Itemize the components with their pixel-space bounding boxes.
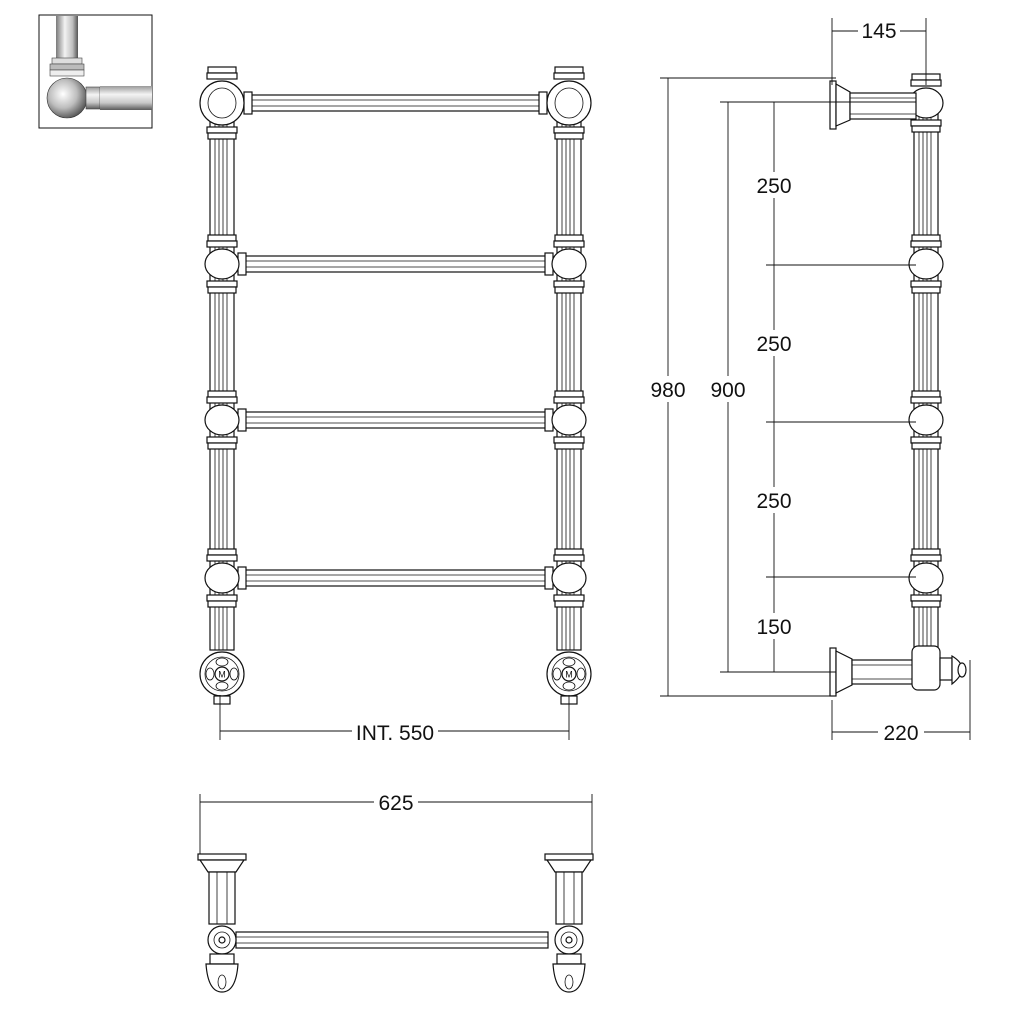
left-joint-2 xyxy=(204,234,240,294)
right-joint-1 xyxy=(546,66,592,140)
top-view: 625 xyxy=(197,789,594,993)
inner-height-label: 900 xyxy=(710,379,745,402)
side-joint-4 xyxy=(908,548,944,608)
side-joint-3 xyxy=(908,390,944,450)
top-view-rail xyxy=(235,931,549,949)
valve-mark: M xyxy=(565,670,573,680)
front-view: M M INT. 550 xyxy=(199,66,592,745)
depth-top-label: 145 xyxy=(861,20,896,43)
chrome-joint-detail-icon xyxy=(38,14,153,129)
top-view-right-end xyxy=(544,853,594,993)
depth-bottom-label: 220 xyxy=(883,722,918,745)
spacing-label-3: 250 xyxy=(756,490,791,513)
top-wall-bracket xyxy=(829,80,917,130)
towel-rail-2 xyxy=(237,252,554,276)
right-joint-4 xyxy=(551,548,587,608)
right-joint-3 xyxy=(551,390,587,450)
left-joint-3 xyxy=(204,390,240,450)
left-joint-1 xyxy=(199,66,245,140)
towel-rail-4 xyxy=(237,566,554,590)
int-width-label: INT. 550 xyxy=(356,722,434,745)
left-joint-4 xyxy=(204,548,240,608)
spacing-label-2: 250 xyxy=(756,333,791,356)
spacing-label-4: 150 xyxy=(756,616,791,639)
top-view-left-end xyxy=(197,853,247,993)
bottom-wall-bracket xyxy=(829,645,967,697)
valve-mark: M xyxy=(218,670,226,680)
right-joint-2 xyxy=(551,234,587,294)
side-joint-2 xyxy=(908,234,944,294)
left-valve: M xyxy=(199,651,245,705)
towel-rail-3 xyxy=(237,408,554,432)
overall-width-label: 625 xyxy=(378,792,413,815)
side-view: 145 220 980 900 250 250 250 150 xyxy=(647,18,971,745)
spacing-label-1: 250 xyxy=(756,175,791,198)
towel-rail-1 xyxy=(243,91,548,115)
total-height-label: 980 xyxy=(650,379,685,402)
